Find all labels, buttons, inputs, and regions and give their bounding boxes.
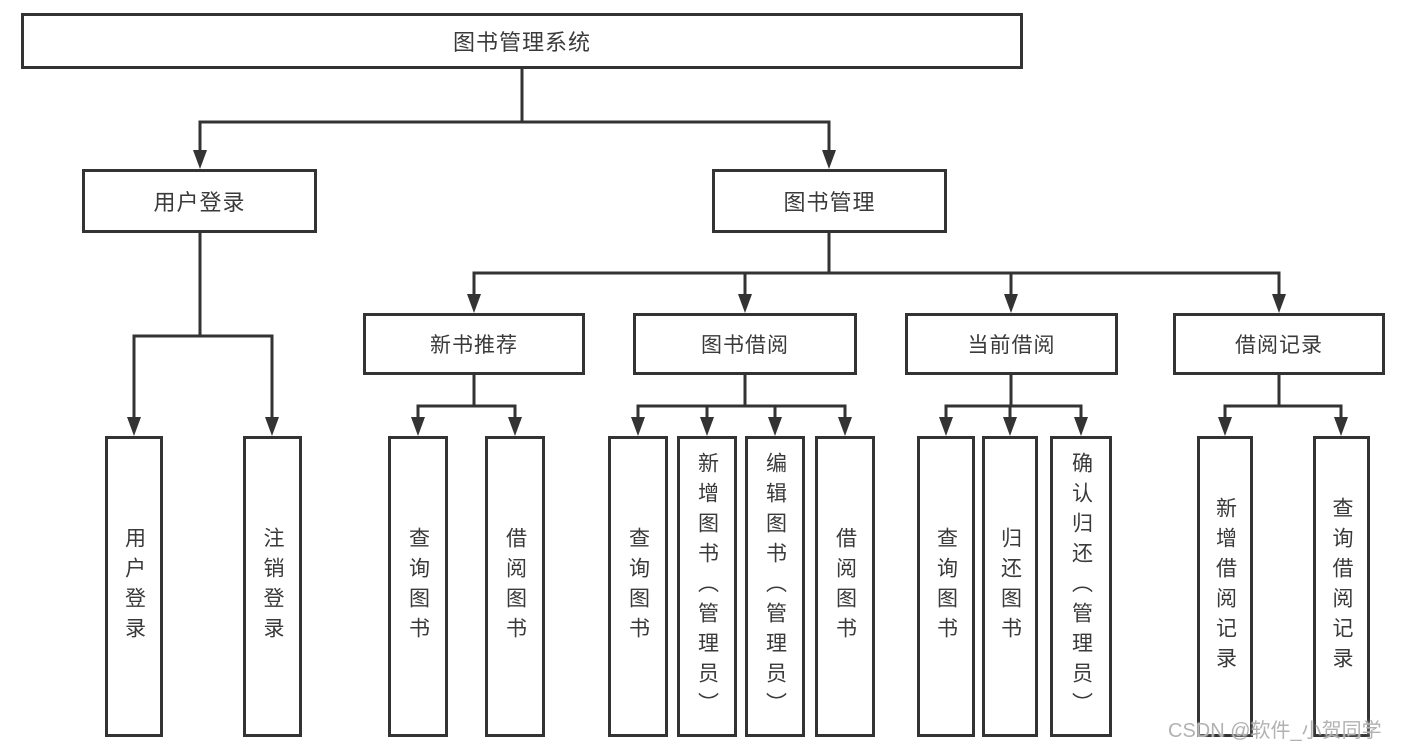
leaf-bb-edit-books-admin: 编辑图书（管理员） [745,436,805,737]
leaf-bb-borrow-books: 借阅图书 [815,436,875,737]
node-book-management-branch: 图书管理 [712,169,947,233]
node-current-borrow: 当前借阅 [905,313,1118,375]
leaf-nbr-borrow-books: 借阅图书 [485,436,545,737]
node-user-login-branch: 用户登录 [82,169,317,233]
leaf-logout: 注销登录 [243,436,302,737]
node-borrow-records: 借阅记录 [1173,313,1385,375]
leaf-cb-confirm-return-admin: 确认归还（管理员） [1050,436,1112,737]
leaf-br-add-borrow-record: 新增借阅记录 [1197,436,1253,737]
leaf-br-query-borrow-record: 查询借阅记录 [1313,436,1370,737]
leaf-cb-query-books: 查询图书 [917,436,975,737]
leaf-nbr-query-books: 查询图书 [388,436,448,737]
csdn-watermark: CSDN @软件_小贺同学 [1168,720,1382,742]
node-library-management-system: 图书管理系统 [21,13,1023,69]
node-book-borrow: 图书借阅 [633,313,857,375]
leaf-user-login: 用户登录 [105,436,163,737]
leaf-bb-query-books: 查询图书 [608,436,668,737]
leaf-cb-return-books: 归还图书 [982,436,1038,737]
node-new-book-recommend: 新书推荐 [363,313,585,375]
arrowhead-icons [127,150,1348,436]
leaf-bb-add-books-admin: 新增图书（管理员） [677,436,737,737]
